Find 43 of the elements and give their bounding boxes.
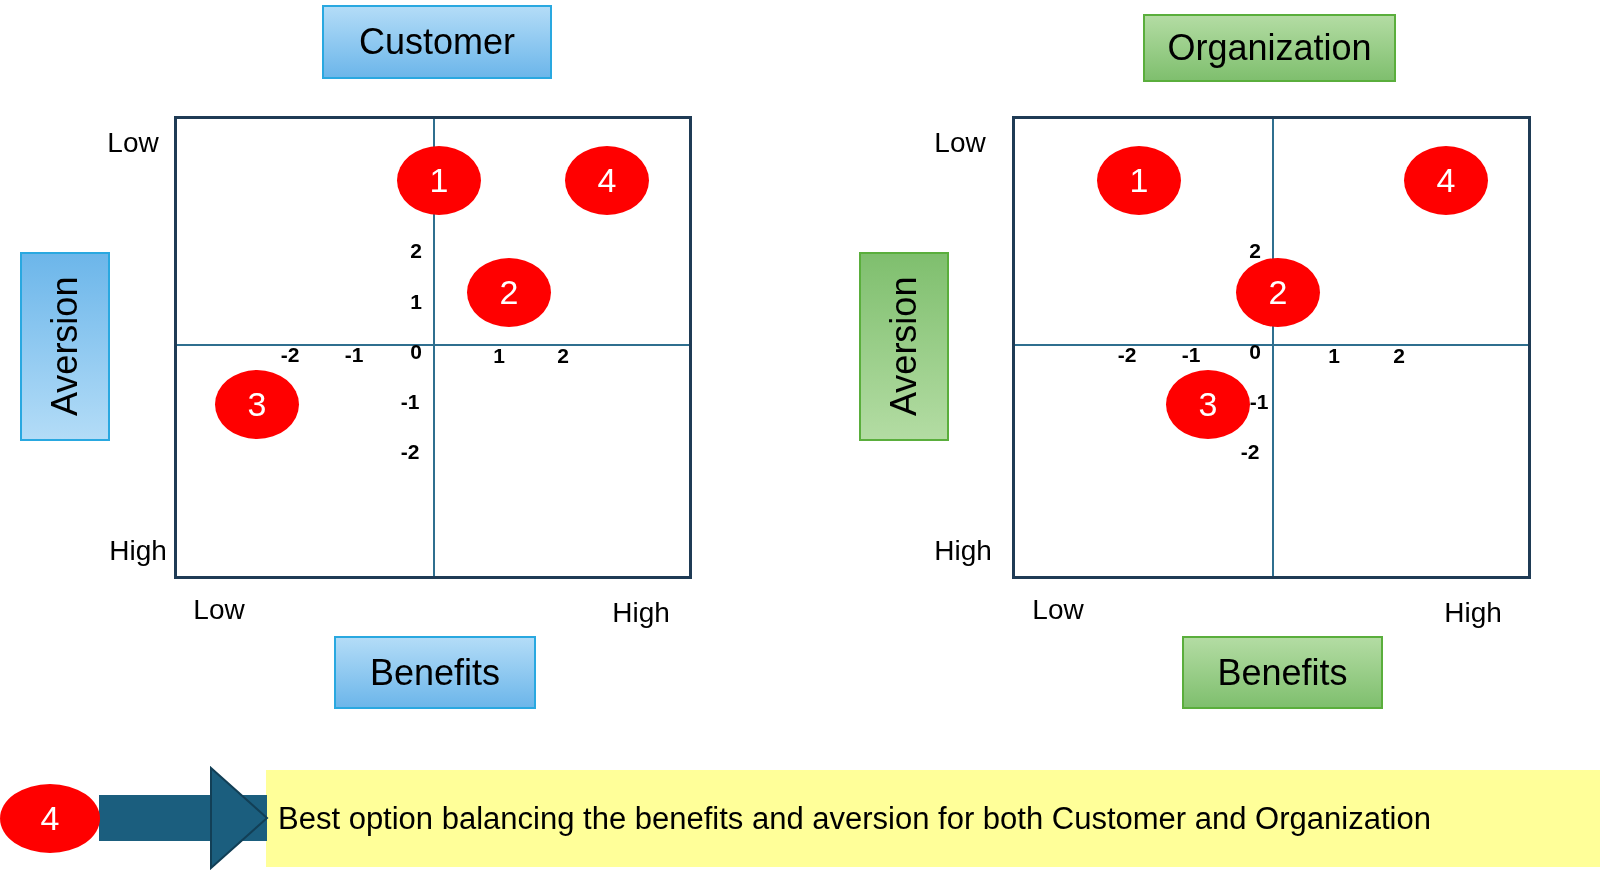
axis-end-label: High bbox=[612, 597, 670, 629]
tick-label: -2 bbox=[400, 440, 420, 464]
numbered-oval: 4 bbox=[1404, 145, 1488, 215]
tick-label: -2 bbox=[280, 343, 300, 367]
title-box: Organization bbox=[1143, 14, 1396, 82]
numbered-oval: 1 bbox=[397, 145, 481, 215]
numbered-oval: 2 bbox=[1236, 257, 1320, 327]
tick-label: -1 bbox=[1181, 343, 1201, 367]
axis-end-label: High bbox=[109, 535, 167, 567]
tick-label: -2 bbox=[1240, 440, 1260, 464]
tick-label: -1 bbox=[1249, 390, 1269, 414]
tick-label: 1 bbox=[410, 290, 422, 314]
title-box: Benefits bbox=[1182, 636, 1383, 709]
axis-end-label: Low bbox=[934, 127, 986, 159]
tick-label: 1 bbox=[493, 344, 505, 368]
tick-label: -2 bbox=[1117, 343, 1137, 367]
block-arrow bbox=[99, 767, 268, 869]
quadrant-frame bbox=[1012, 116, 1531, 579]
numbered-oval: 3 bbox=[215, 369, 299, 439]
tick-label: 0 bbox=[410, 340, 422, 364]
numbered-oval: 2 bbox=[467, 257, 551, 327]
axis-title-box: Aversion bbox=[20, 252, 110, 441]
tick-label: 2 bbox=[410, 239, 422, 263]
numbered-oval: 1 bbox=[1097, 145, 1181, 215]
note-box: Best option balancing the benefits and aversion for both Customer and Organization bbox=[266, 770, 1600, 867]
quadrant-frame bbox=[174, 116, 692, 579]
numbered-oval: 4 bbox=[0, 783, 100, 853]
tick-label: 2 bbox=[1393, 344, 1405, 368]
tick-label: 2 bbox=[557, 344, 569, 368]
title-box: Customer bbox=[322, 5, 552, 79]
axis-end-label: Low bbox=[193, 594, 245, 626]
tick-label: -1 bbox=[400, 390, 420, 414]
title-box: Benefits bbox=[334, 636, 536, 709]
axis-end-label: Low bbox=[1032, 594, 1084, 626]
numbered-oval: 3 bbox=[1166, 369, 1250, 439]
axis-title-box: Aversion bbox=[859, 252, 949, 441]
numbered-oval: 4 bbox=[565, 145, 649, 215]
axis-end-label: High bbox=[934, 535, 992, 567]
tick-label: 0 bbox=[1249, 340, 1261, 364]
tick-label: -1 bbox=[344, 343, 364, 367]
axis-end-label: Low bbox=[107, 127, 159, 159]
axis-end-label: High bbox=[1444, 597, 1502, 629]
tick-label: 1 bbox=[1328, 344, 1340, 368]
